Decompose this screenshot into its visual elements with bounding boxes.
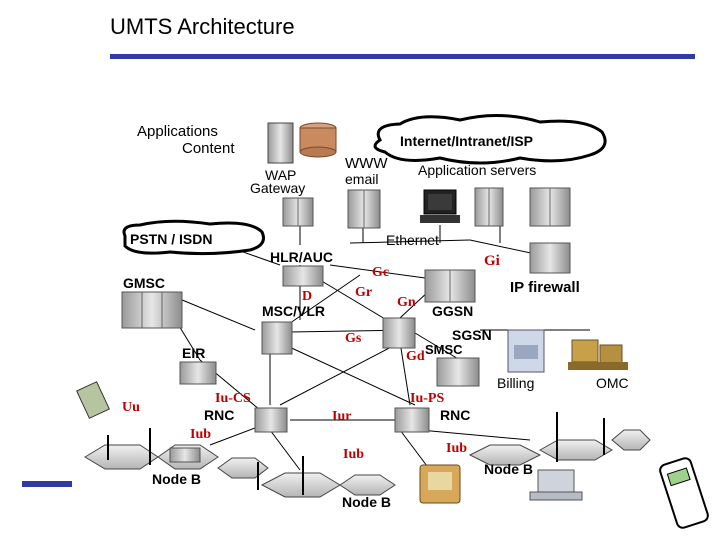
ggsn-label: GGSN [432, 303, 473, 319]
app-server-rack-2-icon [529, 187, 571, 227]
smsc-label: SMSC [425, 342, 463, 357]
app-servers-label: Application servers [418, 162, 536, 178]
gd-interface-label: Gd [406, 349, 425, 364]
iub-center-interface-label: Iub [343, 447, 364, 462]
eir-rack-icon [179, 361, 217, 385]
ip-firewall-label: IP firewall [510, 279, 580, 296]
title-rule [110, 54, 695, 59]
gi-interface-label: Gi [484, 253, 500, 269]
node-b-towers [107, 412, 605, 495]
www-label: WWW [345, 155, 388, 172]
iur-interface-label: Iur [332, 409, 351, 424]
wap-label: WAP [265, 167, 296, 183]
gn-interface-label: Gn [397, 295, 416, 310]
smsc-rack-icon [436, 357, 480, 387]
node-b-center-label: Node B [342, 494, 391, 510]
ggsn-rack-icon [424, 269, 476, 303]
pstn-cloud [122, 219, 265, 256]
slide-title: UMTS Architecture [110, 14, 295, 39]
node-b-left-label: Node B [152, 471, 201, 487]
d-interface-label: D [302, 289, 312, 304]
rnc-left-label: RNC [204, 407, 234, 423]
gr-interface-label: Gr [355, 285, 372, 300]
rnc-left-rack-icon [254, 407, 288, 433]
internet-label: Internet/Intranet/ISP [400, 133, 533, 149]
accent-bar [22, 481, 72, 487]
www-server-rack-icon [347, 189, 381, 229]
content-label: Content [182, 140, 235, 157]
gc-interface-label: Gc [372, 265, 389, 280]
application-server-icon [267, 122, 337, 164]
iub-right-interface-label: Iub [446, 441, 467, 456]
node-b-right-label: Node B [484, 461, 533, 477]
node-b-left-unit-icon [169, 447, 201, 463]
email-label: email [345, 171, 378, 187]
sgsn-label: SGSN [452, 327, 492, 343]
ethernet-label: Ethernet [386, 232, 439, 248]
uu-interface-label: Uu [122, 400, 140, 415]
mobile-phone-right-icon [659, 457, 709, 529]
rnc-right-rack-icon [394, 407, 430, 433]
billing-label: Billing [497, 375, 534, 391]
applications-label: Applications [137, 123, 218, 140]
billing-server-icon [507, 329, 545, 373]
pda-icon [419, 464, 461, 504]
wap-gateway-rack-icon [282, 197, 314, 227]
pstn-label: PSTN / ISDN [130, 231, 212, 247]
omc-workstation-icon [568, 339, 628, 370]
iu-ps-interface-label: Iu-PS [410, 391, 444, 406]
eir-label: EIR [182, 345, 205, 361]
laptop-icon [529, 469, 583, 501]
iub-left-interface-label: Iub [190, 427, 211, 442]
hlr-rack-icon [282, 265, 324, 287]
workstation-icon [420, 189, 460, 223]
hlr-label: HLR/AUC [270, 249, 333, 265]
msc-vlr-rack-icon [261, 321, 293, 355]
msc-vlr-label: MSC/VLR [262, 303, 325, 319]
sgsn-rack-icon [382, 317, 416, 349]
gmsc-label: GMSC [123, 275, 165, 291]
ip-firewall-rack-icon [529, 242, 571, 274]
app-server-rack-1-icon [474, 187, 504, 227]
omc-label: OMC [596, 375, 629, 391]
rnc-right-label: RNC [440, 407, 470, 423]
iu-cs-interface-label: Iu-CS [215, 391, 251, 406]
gmsc-rack-icon [121, 291, 183, 329]
gs-interface-label: Gs [345, 331, 362, 346]
mobile-phone-left-icon [76, 381, 110, 419]
internet-cloud [373, 114, 607, 165]
wap-gateway-label: Gateway [250, 180, 305, 196]
